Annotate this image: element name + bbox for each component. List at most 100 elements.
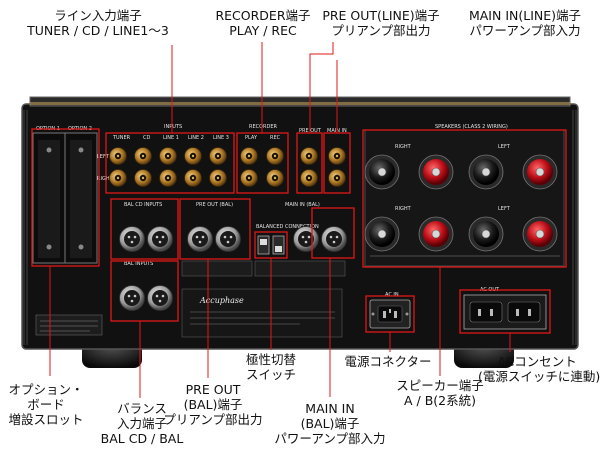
callout-pre-out-bal-l2: (BAL)端子	[183, 397, 243, 412]
speaker-binding-post-icon[interactable]	[364, 216, 400, 252]
callout-line-inputs-title: ライン入力端子	[54, 8, 142, 23]
leader-lines	[49, 42, 511, 398]
highlight-main-in-bal	[311, 207, 355, 259]
callout-pre-out-line-title: PRE OUT(LINE)端子	[322, 8, 440, 23]
rca-jack-icon[interactable]	[328, 169, 346, 187]
xlr-connector-icon[interactable]	[119, 226, 145, 252]
rca-jack-icon[interactable]	[109, 147, 127, 165]
callout-speaker: スピーカー端子 A / B(2系統)	[390, 378, 490, 408]
highlight-bal-cd	[110, 198, 179, 260]
input-col-line3: LINE 3	[213, 135, 229, 141]
xlr-connector-icon[interactable]	[215, 226, 241, 252]
callout-ac-outlet-l2: (電源スイッチに連動)	[478, 369, 600, 384]
callout-line-inputs: ライン入力端子 TUNER / CD / LINE1〜3	[6, 8, 190, 38]
callout-option-board-l2: ボード	[27, 397, 65, 412]
speaker-binding-post-icon[interactable]	[364, 154, 400, 190]
callout-pre-out-bal-l3: プリアンプ部出力	[163, 412, 263, 427]
callout-option-board: オプション・ ボード 増設スロット	[4, 382, 88, 427]
bal-inputs-label: BAL INPUTS	[124, 261, 153, 267]
rca-jack-icon[interactable]	[240, 147, 258, 165]
speaker-left-label: LEFT	[498, 144, 511, 150]
callout-option-board-l3: 増設スロット	[8, 412, 84, 427]
xlr-connector-icon[interactable]	[321, 226, 347, 252]
speaker-binding-post-icon[interactable]	[522, 216, 558, 252]
callout-main-in-line-sub: パワーアンプ部入力	[469, 23, 581, 38]
callout-main-in-bal: MAIN IN (BAL)端子 パワーアンプ部入力	[268, 401, 392, 446]
polarity-switch[interactable]	[257, 235, 285, 255]
xlr-connector-icon[interactable]	[147, 285, 173, 311]
callout-ac-outlet: ACコンセント (電源スイッチに連動)	[478, 354, 600, 384]
speaker-binding-post-icon[interactable]	[418, 154, 454, 190]
callout-balanced-in: バランス 入力端子 BAL CD / BAL	[92, 401, 192, 446]
rca-jack-icon[interactable]	[300, 147, 318, 165]
rca-jack-icon[interactable]	[266, 169, 284, 187]
callout-pre-out-bal-l1: PRE OUT	[185, 382, 241, 397]
highlight-option-slots	[31, 128, 100, 267]
info-plate: Accuphase	[181, 260, 346, 338]
rca-jack-icon[interactable]	[209, 169, 227, 187]
callout-recorder-sub: PLAY / REC	[229, 23, 297, 38]
ac-outlet: AC OUT	[463, 287, 547, 330]
main-in-bal-label: MAIN IN (BAL)	[285, 202, 320, 208]
xlr-connector-icon[interactable]	[187, 226, 213, 252]
rca-jack-icon[interactable]	[240, 169, 258, 187]
rca-jack-icon[interactable]	[184, 147, 202, 165]
rca-jack-icon[interactable]	[184, 169, 202, 187]
recorder-col-rec: REC	[270, 135, 281, 141]
line-inputs-panel: INPUTS TUNER CD LINE 1 LINE 2 LINE 3 LEF…	[97, 124, 229, 182]
callout-pre-out-bal: PRE OUT (BAL)端子 プリアンプ部出力	[158, 382, 268, 427]
rca-jack-icon[interactable]	[134, 169, 152, 187]
speaker-left-label-b: LEFT	[498, 206, 511, 212]
top-cover-edge	[29, 96, 571, 107]
speakers-label: SPEAKERS (CLASS 2 WIRING)	[435, 124, 508, 130]
input-left-label: LEFT	[97, 154, 110, 160]
rca-jack-icon[interactable]	[266, 147, 284, 165]
speaker-binding-post-icon[interactable]	[522, 154, 558, 190]
speaker-right-label-b: RIGHT	[395, 206, 412, 212]
rca-jack-icon[interactable]	[300, 169, 318, 187]
recorder-col-play: PLAY	[245, 135, 258, 141]
bal-cd-inputs-label: BAL CD INPUTS	[124, 202, 162, 208]
rca-jack-icon[interactable]	[328, 147, 346, 165]
balanced-connection-label: BALANCED CONNECTION	[256, 224, 319, 230]
callout-balanced-in-l2: 入力端子	[116, 416, 167, 431]
highlight-ac-out	[459, 289, 551, 334]
callout-polarity-l2: スイッチ	[245, 367, 296, 382]
rca-jack-icon[interactable]	[159, 169, 177, 187]
option-board-slots: OPTION 1 OPTION 2	[32, 126, 98, 264]
side-heatsink-fins	[23, 110, 577, 345]
speaker-right-label: RIGHT	[395, 144, 412, 150]
rca-jack-icon[interactable]	[109, 169, 127, 187]
input-col-cd: CD	[143, 135, 150, 141]
callout-balanced-in-l3: BAL CD / BAL	[100, 431, 184, 446]
callout-polarity-l1: 極性切替	[245, 352, 296, 367]
rca-jack-icon[interactable]	[134, 147, 152, 165]
brand-logo: Accuphase	[199, 296, 244, 305]
speaker-binding-post-icon[interactable]	[468, 154, 504, 190]
speaker-binding-post-icon[interactable]	[418, 216, 454, 252]
rca-jack-icon[interactable]	[209, 147, 227, 165]
speaker-binding-post-icon[interactable]	[468, 216, 504, 252]
callout-recorder-title: RECORDER端子	[215, 8, 311, 23]
callout-recorder: RECORDER端子 PLAY / REC	[198, 8, 328, 38]
speaker-binding-posts	[364, 154, 558, 252]
callout-speaker-l1: スピーカー端子	[396, 378, 484, 393]
highlight-bal-inputs	[110, 260, 179, 322]
callout-power-connector: 電源コネクター	[338, 354, 438, 369]
rca-jack-icon[interactable]	[159, 147, 177, 165]
xlr-connector-icon[interactable]	[147, 226, 173, 252]
callout-power-connector-l1: 電源コネクター	[344, 354, 432, 369]
pre-out-bal-label: PRE OUT (BAL)	[196, 202, 233, 208]
rca-jacks	[109, 147, 346, 187]
callout-pre-out-line: PRE OUT(LINE)端子 プリアンプ部出力	[316, 8, 446, 38]
xlr-connector-icon[interactable]	[119, 285, 145, 311]
callout-polarity-switch: 極性切替 スイッチ	[236, 352, 306, 382]
callout-main-in-bal-l1: MAIN IN	[305, 401, 355, 416]
callout-main-in-line-title: MAIN IN(LINE)端子	[468, 8, 582, 23]
xlr-connector-icon[interactable]	[293, 226, 319, 252]
caution-plate	[35, 314, 103, 336]
input-col-tuner: TUNER	[112, 135, 131, 141]
callout-line-inputs-sub: TUNER / CD / LINE1〜3	[27, 23, 169, 38]
ac-in-label: AC IN	[385, 292, 399, 298]
